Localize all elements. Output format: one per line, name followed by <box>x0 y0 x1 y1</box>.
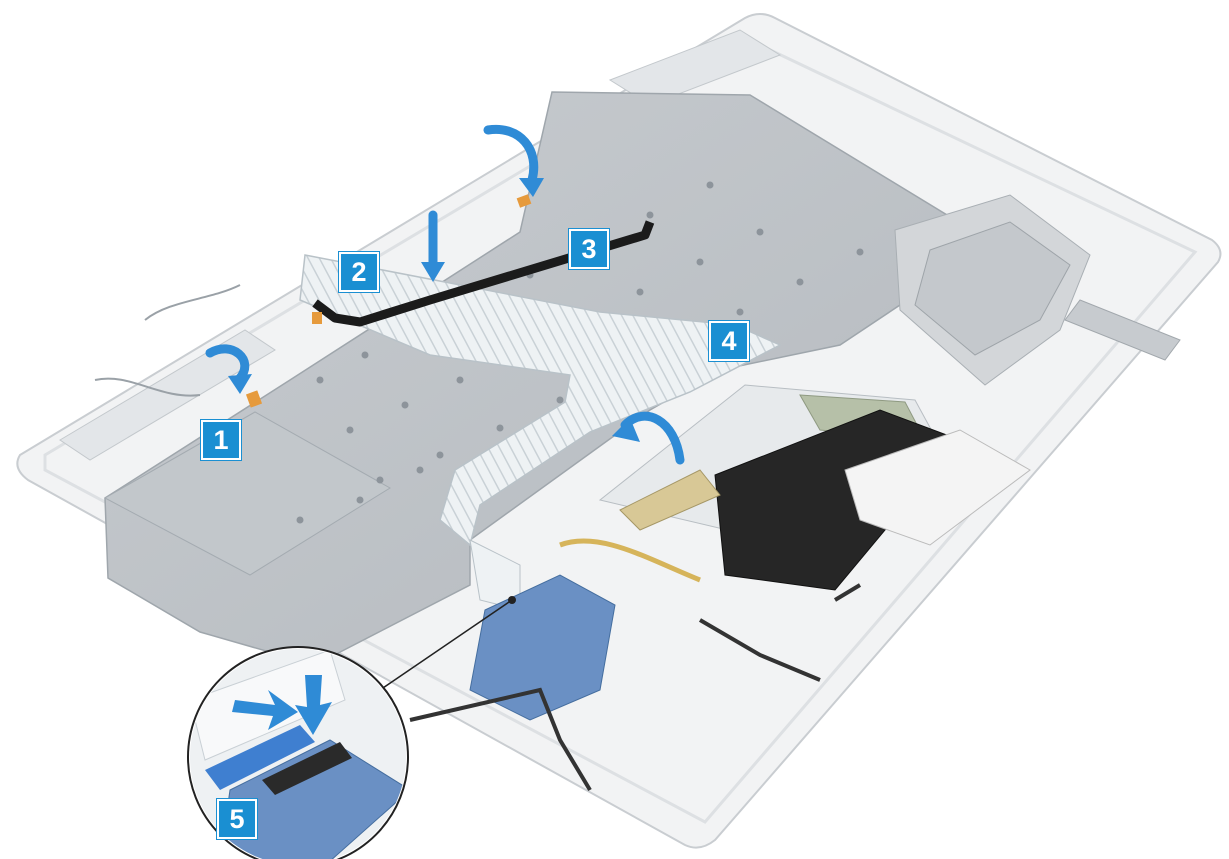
arrow-heads <box>228 178 640 442</box>
screw <box>646 211 654 219</box>
arrow-head-3 <box>519 178 544 197</box>
step-label-1: 1 <box>201 420 241 460</box>
arrow-head-2 <box>421 262 445 282</box>
zoom-leader-line <box>379 599 513 691</box>
white-label <box>844 429 1031 546</box>
antenna-wire <box>94 284 241 397</box>
arrow-head-4 <box>612 418 640 442</box>
screw <box>796 278 804 286</box>
keyboard-backlight-cable <box>312 220 655 327</box>
arrow-step-1 <box>205 344 250 383</box>
screw <box>636 288 644 296</box>
screw <box>436 451 444 459</box>
tape-3 <box>516 194 532 208</box>
screw <box>361 351 369 359</box>
screw <box>376 476 384 484</box>
instruction-arrows <box>205 124 685 465</box>
step-label-2: 2 <box>339 252 379 292</box>
screw <box>736 308 744 316</box>
io-board-assembly <box>409 409 1031 792</box>
battery-modules <box>894 194 1181 386</box>
tape-2 <box>312 312 322 324</box>
screw <box>696 258 704 266</box>
keyboard-ribbon-cable <box>299 254 782 547</box>
dark-cable-run <box>409 583 862 792</box>
screw <box>556 396 564 404</box>
screw <box>346 426 354 434</box>
zoom-blue-ribbon <box>205 725 315 790</box>
step-label-4: 4 <box>709 321 749 361</box>
screw <box>316 376 324 384</box>
battery-cell <box>914 221 1071 356</box>
arrow-step-3 <box>483 124 539 185</box>
tape-1 <box>245 390 263 408</box>
hinge-area-left <box>59 329 276 461</box>
gold-flex-cable <box>559 538 701 583</box>
blue-io-board <box>469 574 616 721</box>
screw <box>496 424 504 432</box>
touchpad-flex <box>619 469 721 531</box>
screw <box>456 376 464 384</box>
screw <box>856 248 864 256</box>
arrow-step-4 <box>620 411 685 465</box>
zoom-target-dot <box>508 596 516 604</box>
zoom-arrow-right <box>232 690 298 730</box>
screw <box>296 516 304 524</box>
screw <box>356 496 364 504</box>
arrow-head-1 <box>228 374 252 394</box>
screw <box>706 181 714 189</box>
speaker-right <box>1064 299 1181 361</box>
screw <box>401 401 409 409</box>
screw <box>756 228 764 236</box>
zoom-connector <box>262 742 352 795</box>
zoom-arrow-down <box>295 675 332 735</box>
zoom-detail <box>187 646 409 859</box>
step-label-3: 3 <box>569 229 609 269</box>
screw <box>416 466 424 474</box>
step-label-5: 5 <box>217 799 257 839</box>
